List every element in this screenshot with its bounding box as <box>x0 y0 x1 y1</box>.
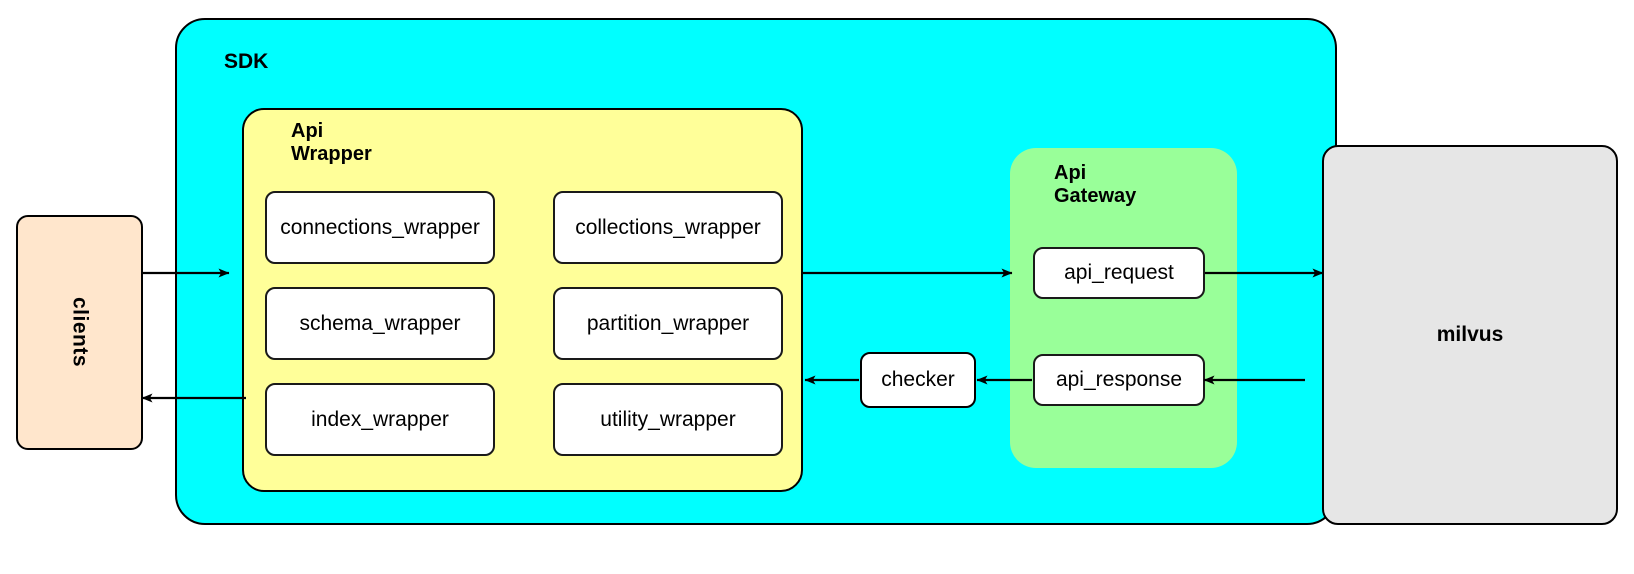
node-clients-label: clients <box>68 297 92 368</box>
node-api-response[interactable]: api_response <box>1033 354 1205 406</box>
node-collections-wrapper[interactable]: collections_wrapper <box>553 191 783 264</box>
node-checker-label: checker <box>881 368 955 391</box>
node-schema-wrapper[interactable]: schema_wrapper <box>265 287 495 360</box>
node-partition-wrapper[interactable]: partition_wrapper <box>553 287 783 360</box>
node-index-wrapper[interactable]: index_wrapper <box>265 383 495 456</box>
container-api-gateway[interactable]: Api Gateway <box>1010 148 1237 468</box>
container-sdk-label: SDK <box>224 50 269 73</box>
node-api-request[interactable]: api_request <box>1033 247 1205 299</box>
node-milvus-label: milvus <box>1436 323 1504 346</box>
node-clients[interactable]: clients <box>16 215 143 450</box>
container-api-wrapper-label: Api Wrapper <box>291 120 372 165</box>
node-utility-wrapper[interactable]: utility_wrapper <box>553 383 783 456</box>
container-api-gateway-label: Api Gateway <box>1054 162 1137 207</box>
node-connections-wrapper[interactable]: connections_wrapper <box>265 191 495 264</box>
node-checker[interactable]: checker <box>860 352 976 408</box>
node-milvus[interactable]: milvus <box>1322 145 1618 525</box>
